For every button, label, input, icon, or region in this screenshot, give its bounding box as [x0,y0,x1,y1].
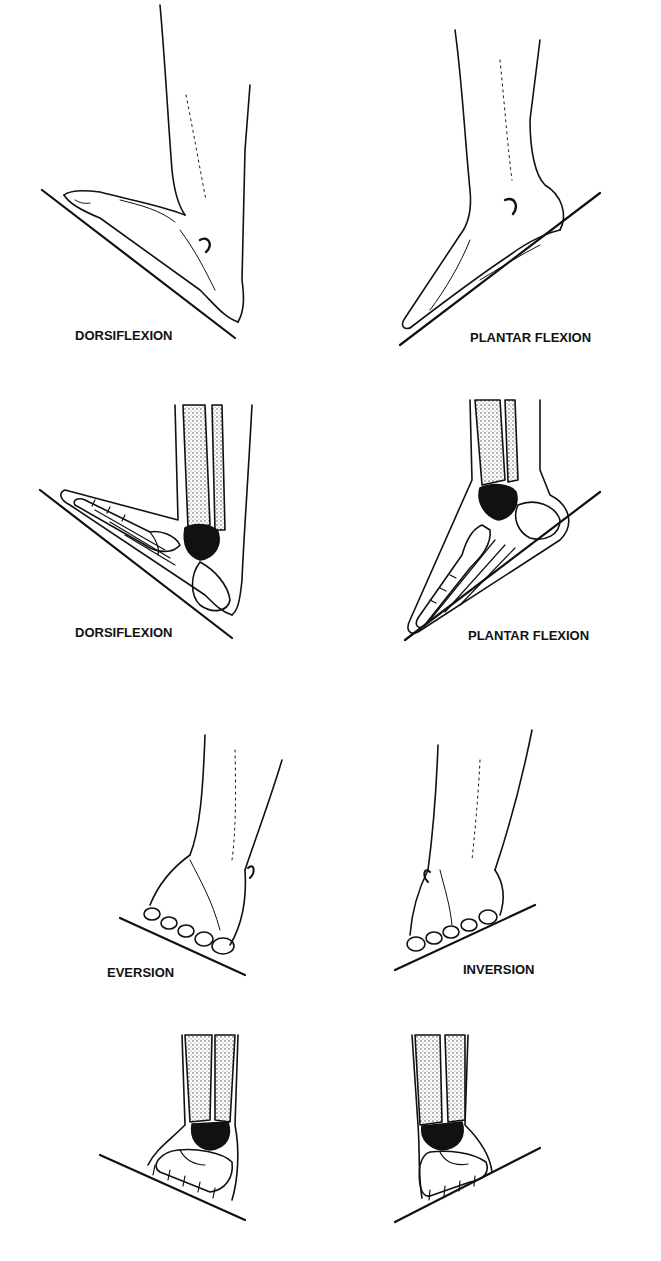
movement-label: PLANTAR FLEXION [468,628,589,644]
inversion-skeleton [395,1035,540,1222]
plantar-flexion-skeleton [405,400,600,640]
movement-label: PLANTAR FLEXION [470,330,591,346]
eversion-skeleton [100,1035,245,1220]
dorsiflexion-foot [42,5,250,338]
movement-label: DORSIFLEXION [75,328,173,344]
movement-label: EVERSION [107,965,174,981]
movement-label: INVERSION [463,962,535,978]
movement-label: DORSIFLEXION [75,625,173,641]
plantar-flexion-foot [400,30,600,345]
dorsiflexion-skeleton [40,405,252,638]
eversion-foot [120,735,282,975]
inversion-foot [395,730,535,970]
